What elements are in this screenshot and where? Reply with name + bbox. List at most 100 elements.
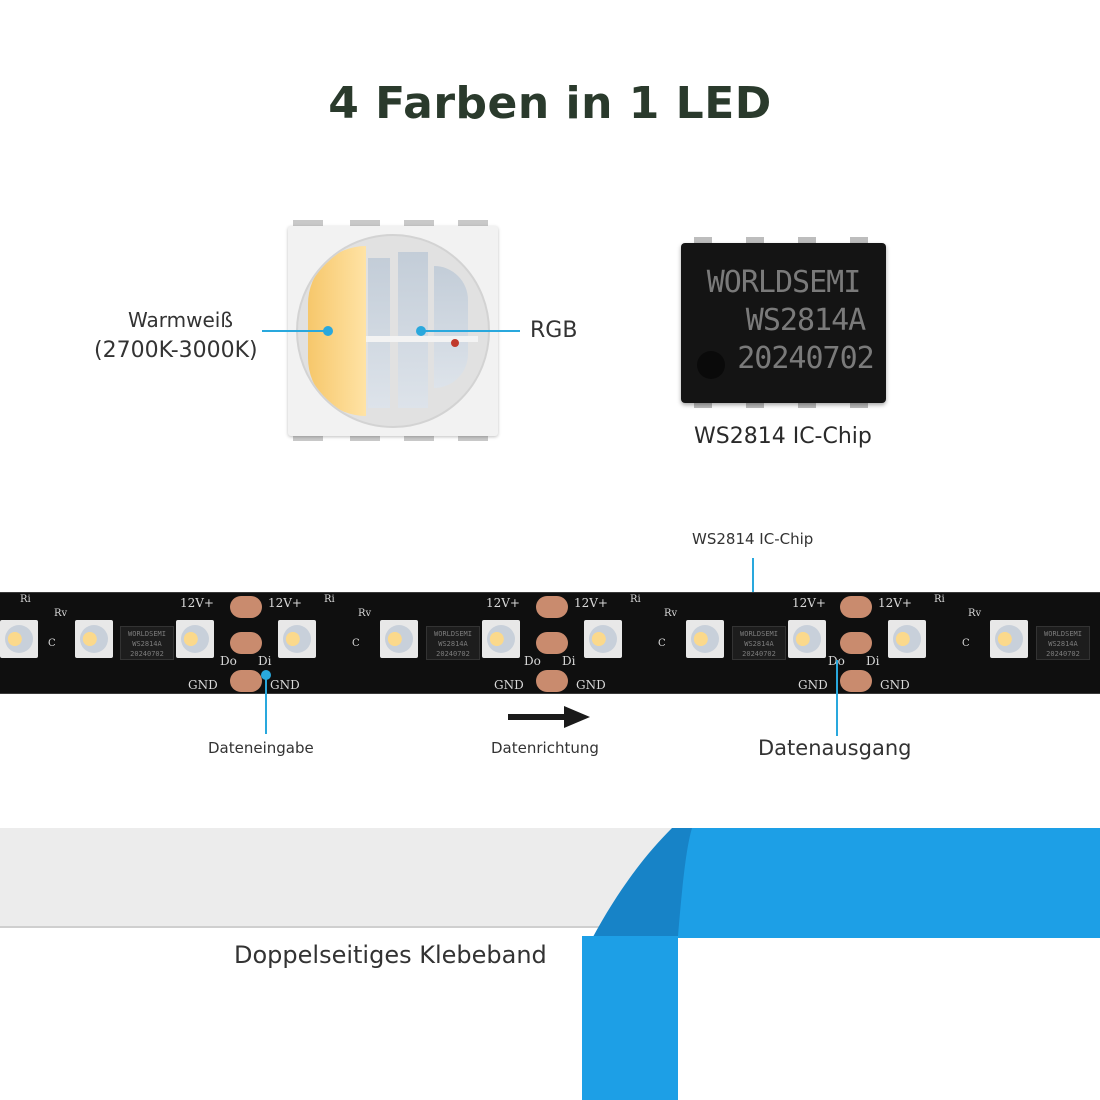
strip-edge bbox=[0, 693, 1100, 694]
warm-white-range: (2700K-3000K) bbox=[94, 338, 258, 363]
pcb-label-rv: Rv bbox=[358, 608, 372, 619]
rgb-callout-dot bbox=[416, 326, 426, 336]
led-pin bbox=[293, 220, 323, 227]
pcb-label-di: Di bbox=[258, 654, 272, 668]
pcb-label-di: Di bbox=[562, 654, 576, 668]
pcb-label-c: C bbox=[658, 638, 666, 649]
chip-pin bbox=[798, 400, 816, 408]
pcb-label-12v: 12V+ bbox=[574, 596, 608, 610]
page-title: 4 Farben in 1 LED bbox=[328, 78, 772, 129]
pcb-label-do: Do bbox=[524, 654, 541, 668]
pcb-label-rv: Rv bbox=[664, 608, 678, 619]
tape-liner-peeled bbox=[582, 936, 678, 1100]
data-in-dot bbox=[261, 670, 271, 680]
rgb-callout-line bbox=[422, 330, 520, 332]
tape-edge bbox=[0, 926, 700, 928]
led-pin bbox=[458, 220, 488, 227]
strip-led bbox=[584, 620, 622, 658]
strip-led bbox=[990, 620, 1028, 658]
strip-led bbox=[0, 620, 38, 658]
chip-pin bbox=[694, 400, 712, 408]
pcb-label-di: Di bbox=[866, 654, 880, 668]
chip-text-line-1: WORLDSEMI bbox=[706, 265, 862, 300]
pcb-label-gnd: GND bbox=[880, 678, 910, 692]
solder-pad bbox=[536, 632, 568, 654]
solder-pad bbox=[536, 596, 568, 618]
pcb-label-c: C bbox=[48, 638, 56, 649]
pcb-label-rv: Rv bbox=[54, 608, 68, 619]
solder-pad bbox=[840, 632, 872, 654]
led-pin bbox=[350, 434, 380, 441]
strip-led bbox=[686, 620, 724, 658]
strip-led bbox=[176, 620, 214, 658]
data-out-label: Datenausgang bbox=[758, 736, 912, 760]
led-pin bbox=[293, 434, 323, 441]
chip-pin bbox=[850, 237, 868, 245]
solder-pad bbox=[230, 632, 262, 654]
strip-led bbox=[380, 620, 418, 658]
strip-chip-callout-line bbox=[752, 558, 754, 610]
led-chip-dot bbox=[451, 339, 459, 347]
data-in-label: Dateneingabe bbox=[208, 739, 314, 757]
tape-backing-white bbox=[0, 828, 700, 928]
chip-pin bbox=[694, 237, 712, 245]
chip-pin bbox=[850, 400, 868, 408]
chip-pin bbox=[798, 237, 816, 245]
chip-caption: WS2814 IC-Chip bbox=[694, 424, 872, 449]
pcb-label-gnd: GND bbox=[576, 678, 606, 692]
pcb-label-c: C bbox=[962, 638, 970, 649]
ic-chip-body: WORLDSEMI WS2814A 20240702 bbox=[681, 243, 886, 403]
chip-text-line-2: WS2814A bbox=[745, 303, 866, 338]
pcb-label-gnd: GND bbox=[494, 678, 524, 692]
pcb-label-rv: Rv bbox=[968, 608, 982, 619]
chip-pin bbox=[746, 400, 764, 408]
strip-chip-callout-label: WS2814 IC-Chip bbox=[692, 530, 814, 548]
pcb-label-ri: Ri bbox=[324, 594, 335, 605]
strip-led bbox=[75, 620, 113, 658]
pcb-label-ri: Ri bbox=[630, 594, 641, 605]
strip-led bbox=[888, 620, 926, 658]
pcb-label-gnd: GND bbox=[188, 678, 218, 692]
chip-text-line-3: 20240702 bbox=[737, 341, 875, 376]
strip-edge bbox=[0, 592, 1100, 593]
chip-notch bbox=[697, 351, 725, 379]
pcb-label-ri: Ri bbox=[20, 594, 31, 605]
pcb-label-12v: 12V+ bbox=[792, 596, 826, 610]
led-pin bbox=[350, 220, 380, 227]
strip-led bbox=[482, 620, 520, 658]
data-out-callout-line bbox=[836, 660, 838, 736]
pcb-label-12v: 12V+ bbox=[180, 596, 214, 610]
pcb-label-12v: 12V+ bbox=[878, 596, 912, 610]
lens-divider bbox=[366, 336, 478, 342]
led-pin bbox=[458, 434, 488, 441]
tape-label: Doppelseitiges Klebeband bbox=[234, 941, 547, 969]
pcb-label-ri: Ri bbox=[934, 594, 945, 605]
rgb-label: RGB bbox=[530, 318, 578, 343]
pcb-label-gnd: GND bbox=[798, 678, 828, 692]
pcb-label-do: Do bbox=[220, 654, 237, 668]
rgb-die bbox=[434, 266, 468, 388]
tape-fold bbox=[582, 828, 692, 958]
data-direction-label: Datenrichtung bbox=[491, 739, 599, 757]
strip-led bbox=[788, 620, 826, 658]
led-pin bbox=[404, 220, 434, 227]
pcb-label-12v: 12V+ bbox=[268, 596, 302, 610]
data-in-callout-line bbox=[265, 676, 267, 734]
solder-pad bbox=[230, 670, 262, 692]
solder-pad bbox=[840, 596, 872, 618]
led-pin bbox=[404, 434, 434, 441]
warm-white-label: Warmweiß bbox=[128, 308, 233, 332]
tape-liner-blue bbox=[672, 828, 1100, 938]
data-direction-arrow-icon bbox=[508, 706, 590, 728]
rgb-die bbox=[368, 258, 390, 408]
strip-led bbox=[278, 620, 316, 658]
warm-white-callout-line bbox=[262, 330, 328, 332]
chip-pin bbox=[746, 237, 764, 245]
solder-pad bbox=[840, 670, 872, 692]
pcb-label-c: C bbox=[352, 638, 360, 649]
solder-pad bbox=[230, 596, 262, 618]
